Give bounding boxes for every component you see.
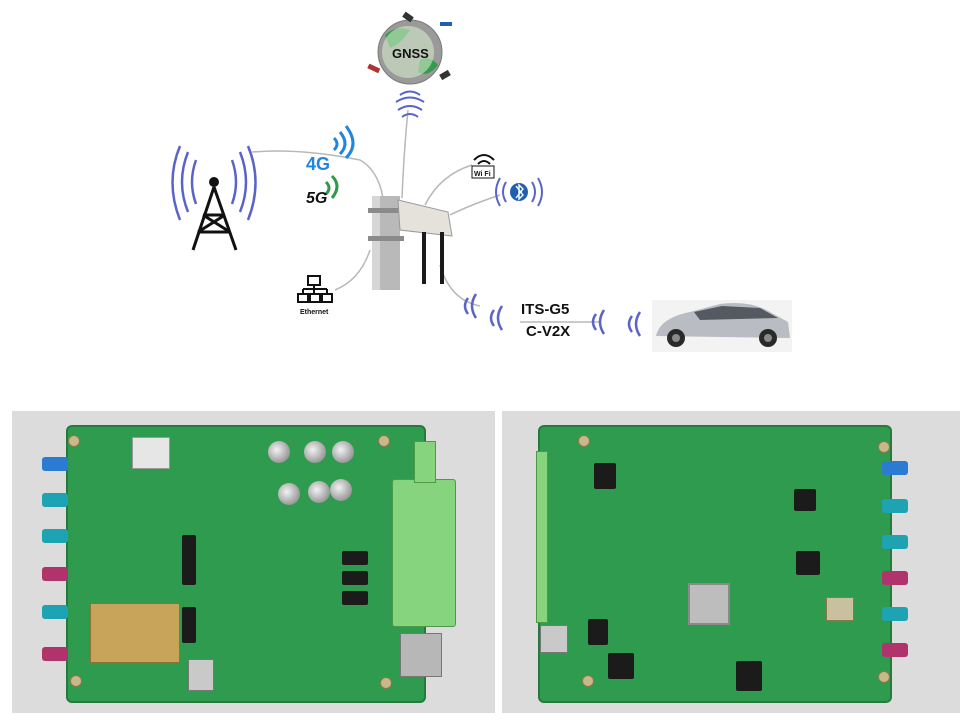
mounting-screw: [378, 435, 390, 447]
sma-connector: [42, 457, 68, 471]
ic-chip: [794, 489, 816, 511]
cv2x-label: C-V2X: [526, 323, 570, 340]
capacitor: [330, 479, 352, 501]
sma-connector: [882, 499, 908, 513]
mounting-screw: [380, 677, 392, 689]
ethernet-icon: [297, 275, 333, 303]
sma-connector: [882, 535, 908, 549]
mounting-screw: [70, 675, 82, 687]
antenna-pole-icon: [368, 196, 453, 290]
lte-label: 4G: [306, 154, 330, 174]
mounting-screw: [878, 671, 890, 683]
usb-connector: [400, 633, 442, 677]
ic-chip: [182, 607, 196, 643]
car-icon: [652, 300, 792, 352]
sma-connector: [882, 643, 908, 657]
wifi-icon: [471, 154, 495, 179]
capacitor: [308, 481, 330, 503]
gnss-module: [132, 437, 170, 469]
sma-connector: [42, 567, 68, 581]
mounting-screw: [878, 441, 890, 453]
gnss-label: GNSS: [392, 46, 429, 61]
ic-chip: [342, 591, 368, 605]
sma-connector: [42, 647, 68, 661]
cell-tower-icon: [171, 145, 257, 251]
pcb-photo-top-side: [12, 411, 495, 713]
capacitor: [268, 441, 290, 463]
side-connector: [536, 451, 548, 623]
gnss-signal-icon: [395, 90, 425, 118]
lte-signal-icon: [332, 125, 355, 160]
satellite-icon: [367, 11, 452, 81]
crystal-module: [826, 597, 854, 621]
pcb-photo-bottom-side: [502, 411, 960, 713]
shield-can: [90, 603, 180, 663]
mounting-screw: [578, 435, 590, 447]
capacitor: [304, 441, 326, 463]
ic-chip: [182, 535, 196, 585]
sma-connector: [42, 605, 68, 619]
nr-label: 5G: [306, 190, 327, 207]
ethernet-label: Ethernet: [300, 309, 329, 316]
globe-icon: [377, 19, 443, 85]
terminal-header: [414, 441, 436, 483]
bluetooth-icon: [495, 177, 543, 207]
sma-connector: [882, 607, 908, 621]
sma-connector: [882, 571, 908, 585]
ic-chip: [588, 619, 608, 645]
terminal-block: [392, 479, 456, 627]
mounting-screw: [68, 435, 80, 447]
connectivity-diagram: 4G 5G GNSS: [171, 11, 792, 352]
itsg5-label: ITS-G5: [521, 301, 569, 318]
pcb-board: [538, 425, 892, 703]
ic-chip: [736, 661, 762, 691]
sma-connector: [882, 461, 908, 475]
ic-chip: [342, 571, 368, 585]
capacitor: [278, 483, 300, 505]
sma-connector: [42, 493, 68, 507]
ic-chip: [608, 653, 634, 679]
soc-chip: [688, 583, 730, 625]
nr-signal-icon: [324, 174, 339, 199]
sim-slot: [540, 625, 568, 653]
sma-connector: [42, 529, 68, 543]
ic-chip: [342, 551, 368, 565]
wifi-label: Wi Fi: [474, 171, 491, 178]
v2x-signal-icon: [463, 293, 642, 337]
ic-chip: [594, 463, 616, 489]
capacitor: [332, 441, 354, 463]
mounting-screw: [582, 675, 594, 687]
sim-slot: [188, 659, 214, 691]
ic-chip: [796, 551, 820, 575]
